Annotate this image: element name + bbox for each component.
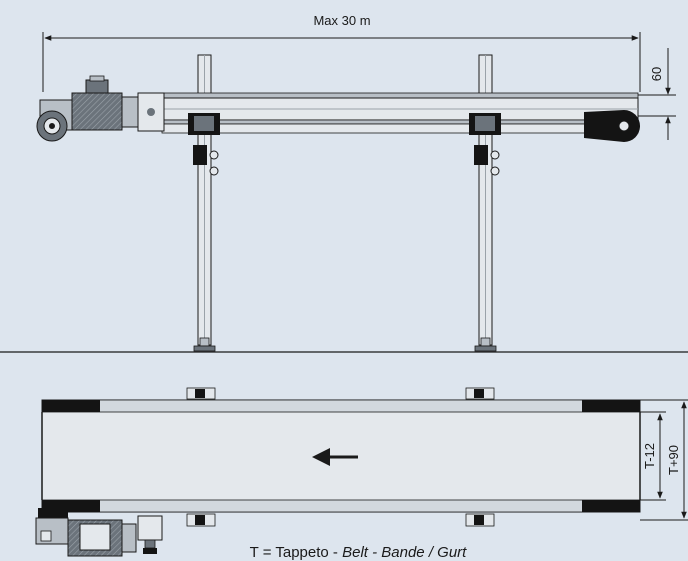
- drive-motor-side: [36, 75, 165, 142]
- inner-width-label: T-12: [642, 443, 657, 469]
- caption-translations: Belt - Bande / Gurt: [342, 544, 467, 561]
- height-dimension: 60: [636, 48, 676, 140]
- side-brackets-top: [186, 387, 495, 527]
- left-arrow-icon: [312, 448, 358, 466]
- top-view: T-12 T+90: [35, 387, 688, 557]
- drive-motor-top: [35, 508, 163, 557]
- height-label: 60: [649, 67, 664, 81]
- length-dimension: Max 30 m: [42, 13, 641, 92]
- outer-width-label: T+90: [666, 445, 681, 475]
- width-dimensions: T-12 T+90: [640, 399, 688, 521]
- legend-caption: T = Tappeto - Belt - Bande / Gurt: [250, 544, 467, 561]
- idler-end-side: [584, 110, 640, 142]
- caption-prefix: T = Tappeto -: [250, 544, 342, 561]
- conveyor-beam-side: [161, 92, 639, 135]
- length-label: Max 30 m: [313, 13, 370, 28]
- side-view: Max 30 m 60: [0, 13, 688, 353]
